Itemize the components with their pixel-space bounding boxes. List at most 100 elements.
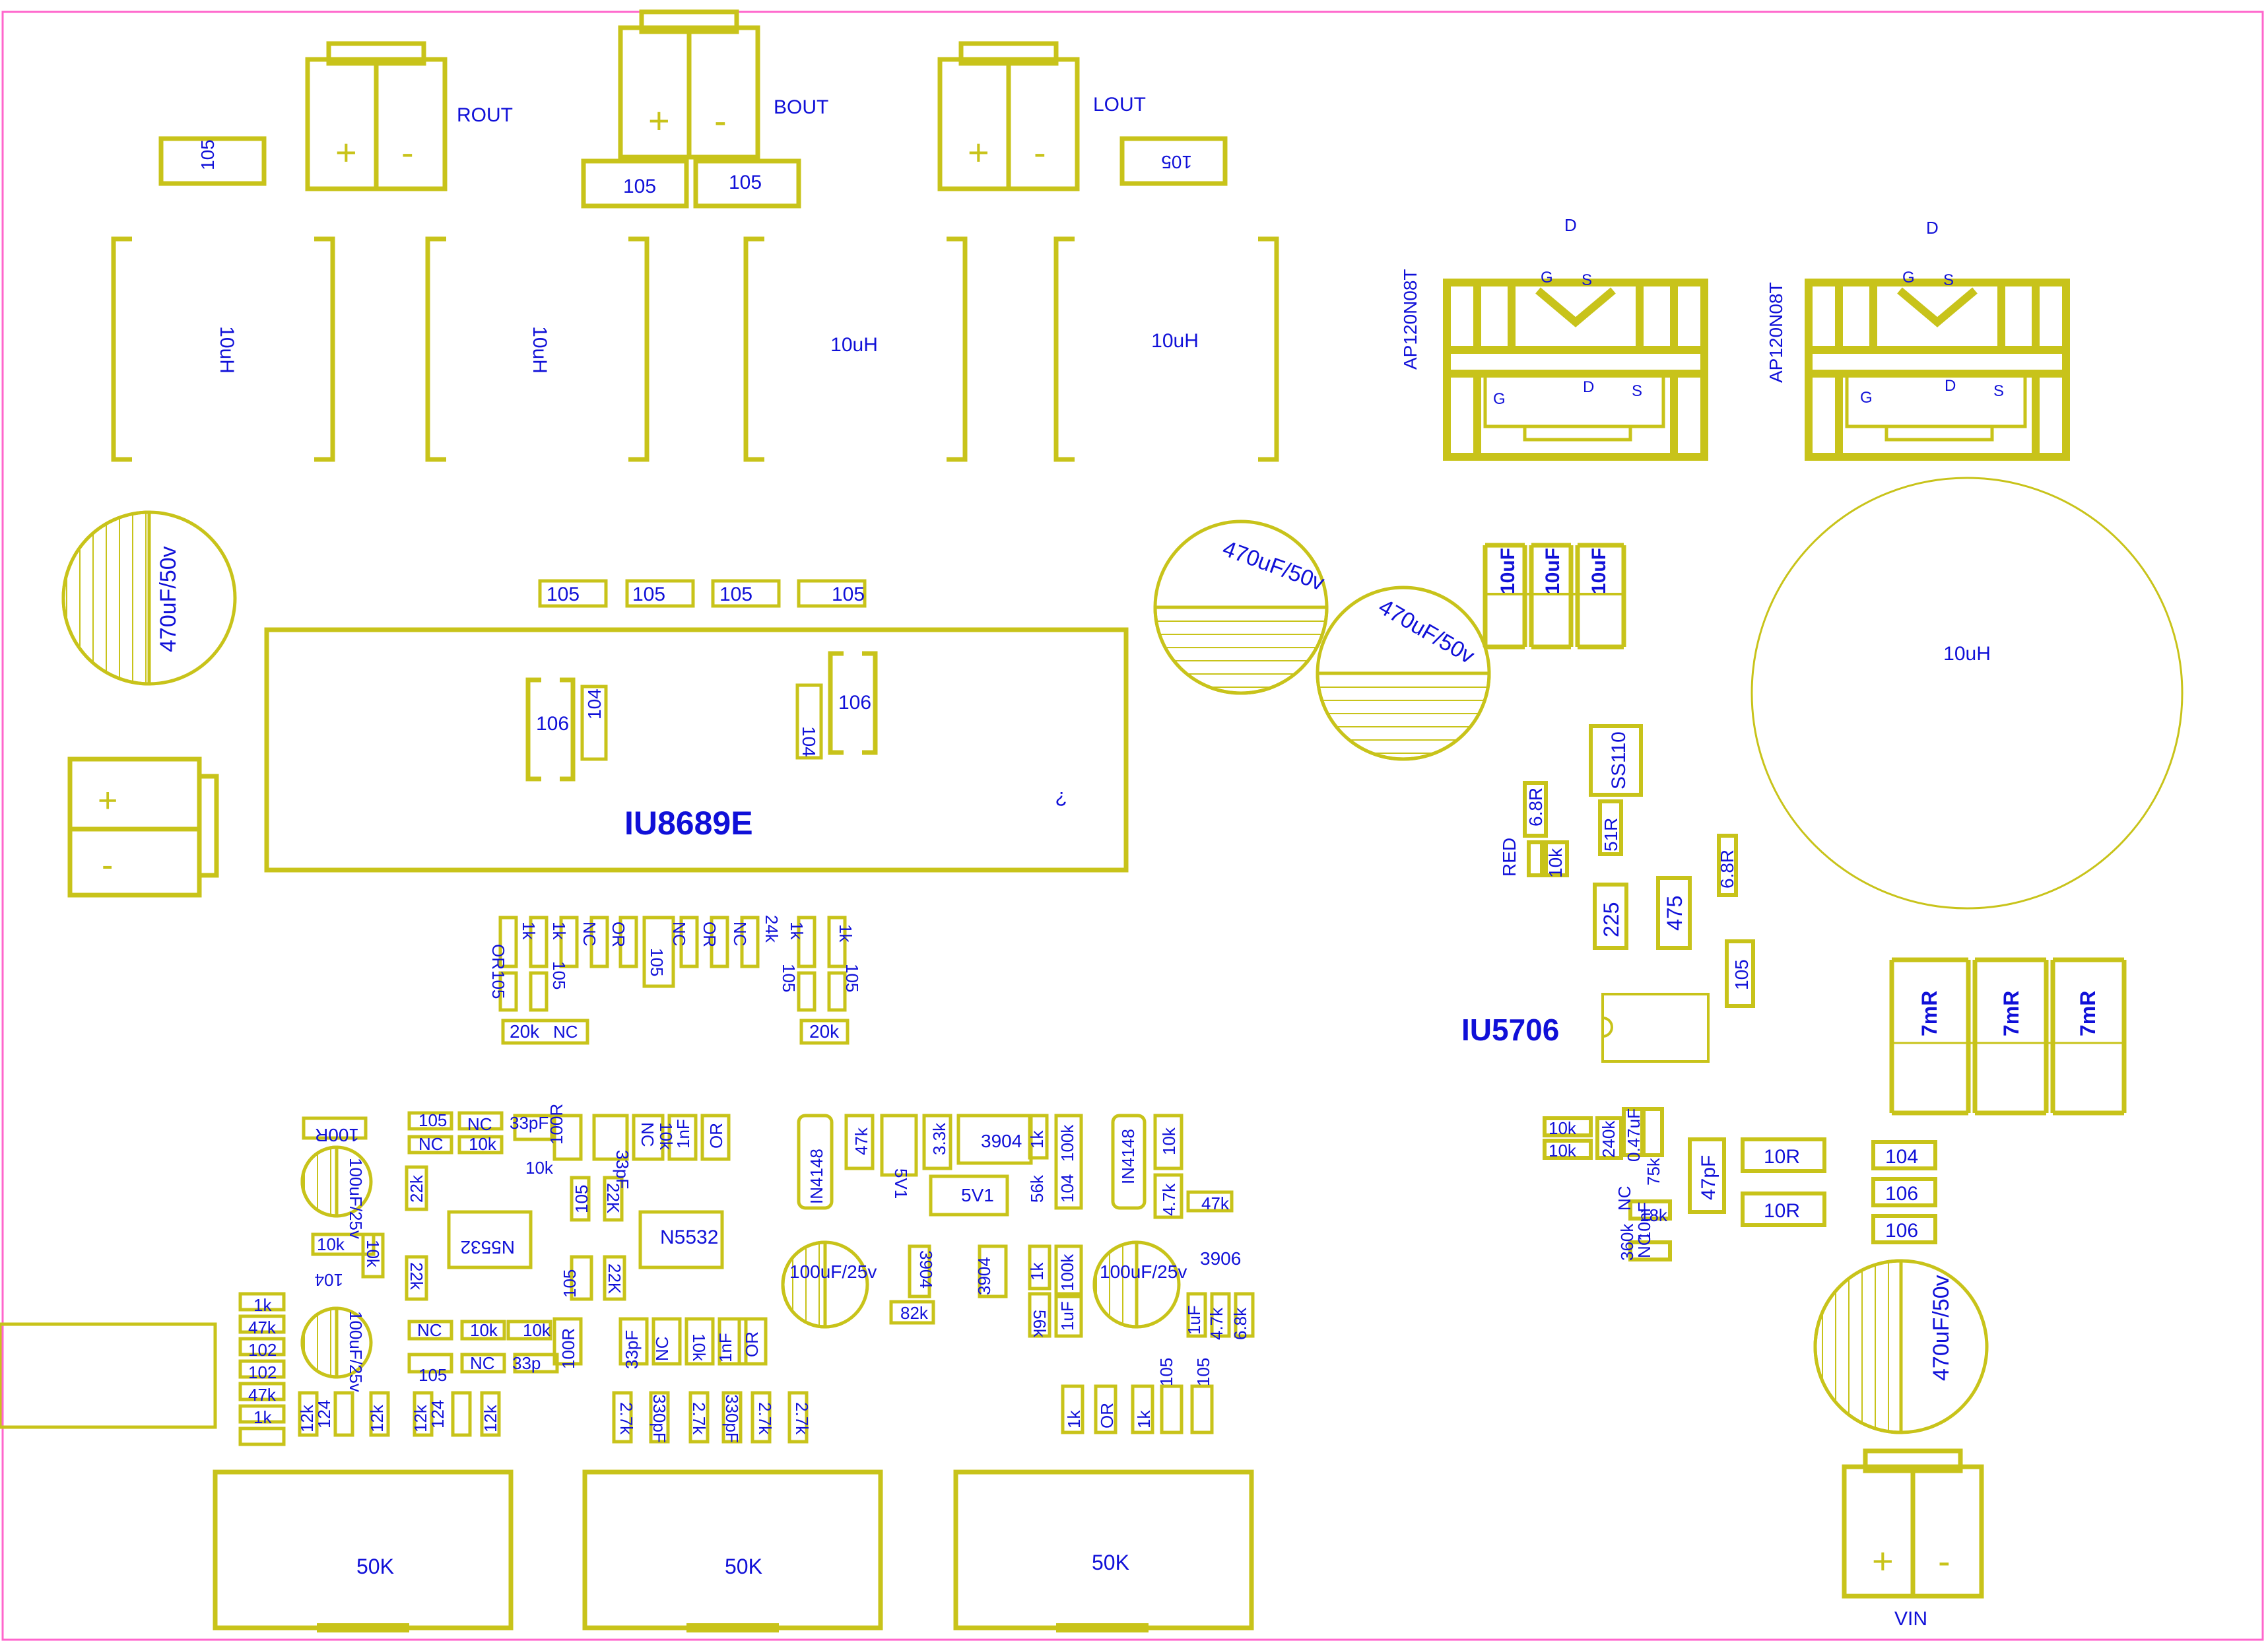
inductor-1-label: 10uH [216, 326, 238, 374]
pa-124-a: 124 [314, 1400, 334, 1428]
rl-10r-b: 10R [1764, 1200, 1800, 1222]
shunt-2-label: 7mR [1999, 991, 2023, 1036]
mosfet-1-g: G [1541, 269, 1553, 286]
pa-33pf: 33pF [613, 1150, 632, 1189]
mosfet-1-s: S [1582, 271, 1592, 289]
pa-10r: 10k [363, 1240, 383, 1268]
mid-r-11: 1k [836, 924, 855, 943]
mosfet-2-pin-s: S [1993, 382, 2004, 400]
c225-label: 225 [1599, 902, 1623, 937]
lout-minus: - [1034, 131, 1046, 173]
amp-cap-106-1: 106 [536, 713, 569, 735]
amp-ic-body [264, 627, 1129, 873]
rl-10r-a: 10R [1764, 1146, 1800, 1168]
pa-105-b: 105 [572, 1185, 591, 1213]
rout-connector [305, 41, 448, 191]
pa-10k-6: 10k [523, 1320, 551, 1340]
mid-r-2: 1k [549, 922, 569, 940]
r68-a: 6.8R [1525, 788, 1546, 826]
pa-12k-a: 12k [297, 1404, 317, 1432]
rl-10nf: 10nF [1634, 1202, 1654, 1241]
inductor-2 [425, 236, 650, 462]
tn-100k-b: 100k [1057, 1254, 1077, 1291]
bout-plus: + [648, 100, 670, 141]
big-inductor [1751, 477, 2184, 910]
mid-20k-a: 20k [510, 1021, 540, 1042]
mid-r2-1: 105 [549, 961, 569, 990]
tn-3904-c: 3904 [974, 1257, 994, 1295]
tn-3904-b: 3904 [916, 1250, 936, 1289]
pa-1k-a: 1k [253, 1295, 272, 1315]
opamp-1 [447, 1210, 533, 1269]
tn-47k: 47k [851, 1127, 871, 1155]
pa-12k-c: 12k [411, 1404, 430, 1432]
pa-10k-1: 10k [469, 1134, 497, 1154]
pa-10k-7: 10k [689, 1333, 709, 1362]
mid-20k-b: 20k [809, 1021, 840, 1042]
pa-22k-b: 22K [603, 1183, 623, 1214]
tn-105-a: 105 [1156, 1358, 1176, 1386]
mosfet-2-pin-d: D [1945, 377, 1956, 395]
mosfet-2-d: D [1926, 218, 1939, 238]
inductor-1 [111, 236, 335, 462]
cap-105-bout-a-label: 105 [623, 176, 656, 197]
potentiometer-1 [213, 1469, 514, 1632]
lout-connector [937, 41, 1080, 191]
tn-1k-d: 1k [1134, 1410, 1154, 1428]
potentiometer-3 [953, 1469, 1254, 1632]
tn-56k-b: 56k [1030, 1310, 1050, 1338]
mosfet-2-part: AP120N08T [1766, 282, 1786, 383]
tn-105-b: 105 [1193, 1358, 1213, 1386]
mosfet-2-pin-g: G [1860, 389, 1873, 407]
pa-100uf-2: 100uF/25v [346, 1311, 366, 1392]
rl-10k-a: 10k [1549, 1118, 1577, 1138]
mid-nc: NC [553, 1022, 578, 1042]
amp-cap-105-2: 105 [632, 584, 665, 605]
pa-102-b: 102 [248, 1362, 277, 1382]
r51-label: 51R [1601, 818, 1621, 852]
cap-470uf-left-label: 470uF/50v [156, 546, 181, 652]
bout-label: BOUT [774, 96, 828, 118]
schottky-label: SS110 [1608, 731, 1630, 789]
tn-47k-b: 47k [1201, 1193, 1230, 1213]
cap-105-bout-b [693, 158, 801, 209]
tn-100uf-1: 100uF/25v [789, 1261, 877, 1282]
pa-47k-a: 47k [248, 1318, 277, 1337]
tn-1k-c: 1k [1064, 1410, 1084, 1428]
pa-1nf: 1nF [673, 1119, 693, 1149]
mid-r2-0: 105 [488, 970, 508, 999]
rl-nc-b: NC [1634, 1233, 1654, 1258]
mid-r-0: OR [488, 944, 508, 970]
rout-label: ROUT [457, 104, 513, 126]
tn-5v1-a: 5V1 [891, 1168, 911, 1199]
mosfet-2-g: G [1902, 269, 1915, 286]
pa-47k-b: 47k [248, 1385, 277, 1405]
cap-105-bout-b-label: 105 [729, 172, 762, 193]
rl-47pf: 47pF [1698, 1155, 1719, 1200]
cap-105-bout-a [581, 158, 689, 209]
cap-105-top-left [158, 136, 267, 186]
pa-nc-4: NC [417, 1320, 442, 1340]
pa-10k-5: 10k [470, 1320, 498, 1340]
r10k-label: 10k [1545, 848, 1566, 878]
lout-label: LOUT [1093, 94, 1146, 116]
ceramic-2-label: 10uF [1542, 548, 1564, 594]
rl-360k: 360k [1617, 1223, 1637, 1261]
pa-100uf-1: 100uF/25v [346, 1158, 366, 1239]
buck-parts [1523, 724, 1755, 1063]
preamp-caps [300, 1145, 373, 1379]
tn-1k-b: 1k [1027, 1262, 1047, 1281]
pa-330p-a: 330pF [650, 1394, 669, 1443]
pa-22k-d: 22K [605, 1263, 624, 1294]
mid-r-10: 1k [787, 922, 807, 940]
inductor-2-label: 10uH [529, 326, 550, 374]
rl-75k: 75k [1644, 1157, 1663, 1186]
rl-047: 0.47uF [1624, 1108, 1644, 1162]
tn-or: OR [1097, 1403, 1117, 1428]
tn-82k: 82k [900, 1303, 929, 1323]
right-lower-parts [1543, 1107, 1937, 1261]
amp-cap-105-1: 105 [547, 584, 580, 605]
mid-r-9: 24k [762, 915, 782, 943]
cap-470uf-right-label: 470uF/50v [1929, 1275, 1954, 1381]
